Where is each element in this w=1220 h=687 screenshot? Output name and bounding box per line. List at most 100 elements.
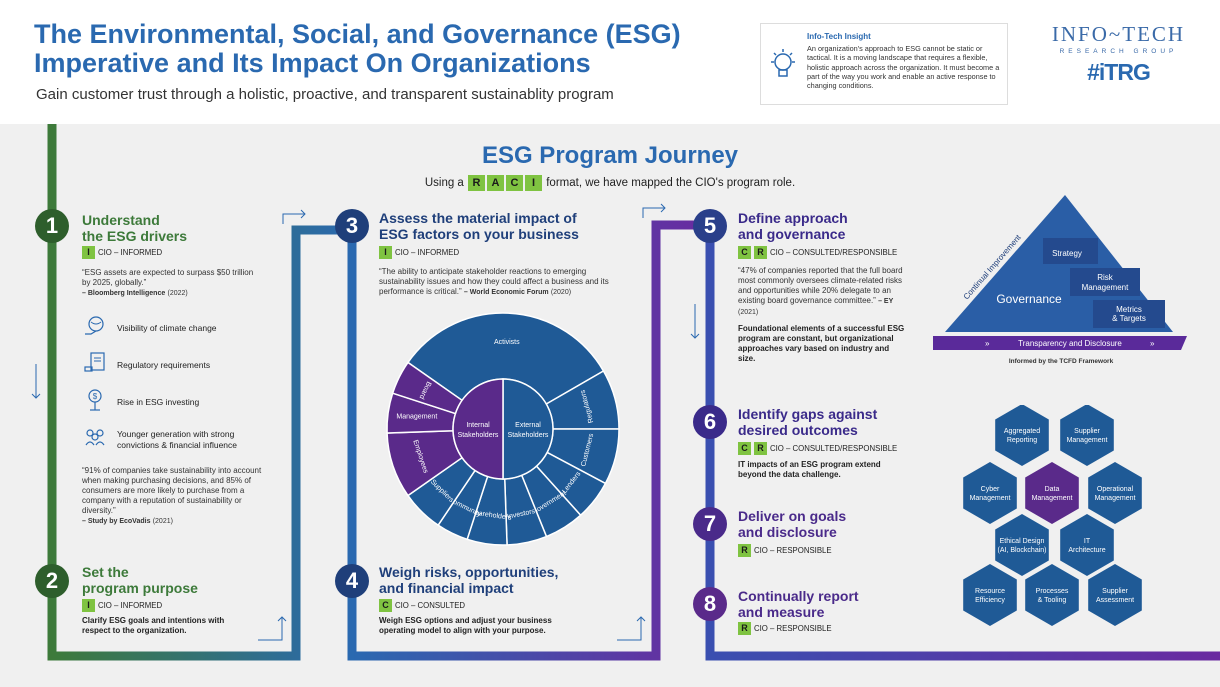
hex-operational-management-label-2: Management [1095, 495, 1136, 502]
step-1-quote: “ESG assets are expected to surpass $50 … [82, 268, 262, 299]
raci-c: C [506, 175, 524, 191]
hex-it-architecture-label-1: IT [1084, 538, 1091, 545]
hex-data-management-label-1: Data [1045, 486, 1060, 493]
wheel-label-management: Management [396, 414, 437, 421]
title-line-2: Imperative and Its Impact On Organizatio… [34, 48, 591, 78]
step-4-title-2: and financial impact [379, 580, 514, 596]
step-4-number: 4 [335, 564, 369, 598]
hex-processes-tooling-label-2: & Tooling [1038, 597, 1067, 604]
hex-processes-tooling-label-1: Processes [1036, 588, 1069, 595]
hex-processes-tooling [1025, 564, 1079, 626]
step-6-text: IT impacts of an ESG program extend beyo… [738, 460, 881, 479]
governance-pyramid: Strategy Risk Management Metrics & Targe… [933, 195, 1187, 365]
logo-name: INFO~TECH [1051, 22, 1186, 46]
wheel-inner-label-internal-2: Stakeholders [458, 432, 499, 439]
step-1-source: – Bloomberg Intelligence [82, 290, 166, 297]
step-5-badge-r: R [754, 246, 767, 260]
wheel-label-activists: Activists [494, 339, 520, 346]
step-1-source-year: (2022) [167, 290, 188, 297]
step-1-title-1: Understand [82, 212, 160, 228]
hex-ethical-design-ai-blockchain-label-2: (AI, Blockchain) [997, 547, 1046, 554]
driver-1: Visibility of climate change [117, 323, 217, 333]
step-1-quote-2: “91% of companies take sustainability in… [82, 466, 262, 527]
driver-4: Younger generation with strong convictio… [117, 429, 238, 450]
hex-data-management [1025, 462, 1079, 524]
step-5-number: 5 [693, 209, 727, 243]
wheel-inner-external [502, 378, 554, 480]
pyramid-risk-box [1070, 268, 1140, 296]
logo-sub: RESEARCH GROUP [1059, 48, 1178, 55]
hex-operational-management [1088, 462, 1142, 524]
step-7-role-text: CIO – RESPONSIBLE [754, 546, 832, 555]
step-3-quote-text: “The ability to anticipate stakeholder r… [379, 267, 609, 296]
pyramid-metrics-box [1093, 300, 1165, 328]
info-tech-logo: INFO~TECH RESEARCH GROUP #iTRG [1046, 22, 1191, 86]
step-7-title-2: and disclosure [738, 524, 837, 540]
step-8-title-2: and measure [738, 604, 825, 620]
insight-text: An organization's approach to ESG cannot… [807, 44, 1000, 91]
hex-aggregated-reporting-label-1: Aggregated [1004, 428, 1040, 435]
hex-data-management-label-2: Management [1032, 495, 1073, 502]
step-6-title-1: Identify gaps against [738, 406, 878, 422]
insight-box: Info-Tech Insight An organization's appr… [760, 23, 1008, 105]
step-5-title: Define approach and governance [738, 210, 848, 242]
hex-supplier-management [1060, 405, 1114, 466]
step-7-badge: R [738, 544, 751, 558]
step-2-badge: I [82, 599, 95, 613]
step-2-role-text: CIO – INFORMED [98, 601, 163, 610]
hex-aggregated-reporting [995, 405, 1049, 466]
step-5-source-year: (2021) [738, 309, 759, 316]
step-2-number: 2 [35, 564, 69, 598]
step-1-badge: I [82, 246, 95, 260]
raci-suffix: format, we have mapped the CIO's program… [546, 177, 796, 189]
wheel-inner-internal [452, 378, 504, 480]
hex-resource-efficiency-label-2: Efficiency [975, 597, 1005, 604]
transparency-arrows-right: » [1150, 339, 1155, 348]
step-5-role-text: CIO – CONSULTED/RESPONSIBLE [770, 248, 898, 257]
step-2-title: Set the program purpose [82, 564, 198, 596]
logo-tag: #iTRG [1087, 59, 1151, 85]
pyramid-metrics: Metrics [1116, 305, 1142, 314]
wheel-inner-label-external-2: Stakeholders [508, 432, 549, 439]
step-8-badge: R [738, 622, 751, 636]
hex-cyber-management [963, 462, 1017, 524]
step-2-title-1: Set the [82, 564, 129, 580]
step-5-title-2: and governance [738, 226, 846, 242]
svg-text:$: $ [93, 392, 98, 401]
step-3-title-1: Assess the material impact of [379, 210, 577, 226]
lightbulb-icon [771, 49, 795, 77]
step-3-number: 3 [335, 209, 369, 243]
step-5-source: – EY [878, 298, 894, 305]
hex-it-architecture [1060, 514, 1114, 576]
raci-prefix: Using a [424, 177, 464, 189]
step-8-title-1: Continually report [738, 588, 859, 604]
hex-supplier-management-label-2: Management [1067, 437, 1108, 444]
step-1-source-2: – Study by EcoVadis [82, 518, 151, 525]
page-subtitle: Gain customer trust through a holistic, … [36, 86, 614, 103]
step-8-number: 8 [693, 587, 727, 621]
hex-supplier-assessment-label-1: Supplier [1102, 588, 1128, 595]
step-5-title-1: Define approach [738, 210, 848, 226]
pyramid-strategy: Strategy [1052, 249, 1082, 258]
step-1-source-2-year: (2021) [152, 518, 173, 525]
step-2-title-2: program purpose [82, 580, 198, 596]
pyramid-targets: & Targets [1112, 314, 1146, 323]
step-4-text: Weigh ESG options and adjust your busine… [379, 616, 552, 635]
pyramid-governance: Governance [996, 292, 1062, 306]
step-1-quote-text: “ESG assets are expected to surpass $50 … [82, 268, 254, 287]
step-1-number: 1 [35, 209, 69, 243]
journey-title: ESG Program Journey [481, 142, 739, 169]
pyramid-risk: Risk [1097, 273, 1114, 282]
step-4-badge: C [379, 599, 392, 613]
driver-3: Rise in ESG investing [117, 397, 200, 407]
step-4-role-text: CIO – CONSULTED [395, 601, 466, 610]
it-impact-hexes: AggregatedReportingSupplierManagementCyb… [963, 405, 1142, 626]
step-5-quote: “47% of companies reported that the full… [738, 266, 906, 318]
